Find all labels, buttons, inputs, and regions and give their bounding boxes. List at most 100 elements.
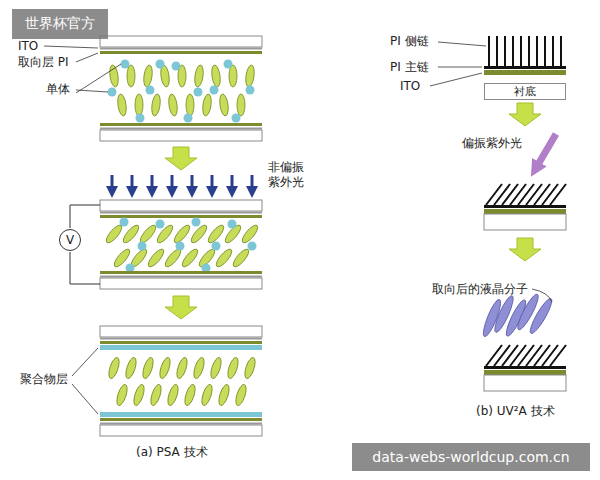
- part-label: PI 侧链: [390, 34, 429, 49]
- liquid-crystal: [200, 383, 214, 406]
- monomer-dot: [121, 60, 130, 69]
- ito-layer: [100, 48, 262, 50]
- liquid-crystal: [135, 94, 143, 116]
- pi-side-chain: [526, 345, 542, 366]
- uv-arrow: [131, 175, 134, 192]
- pi-side-chain: [528, 36, 530, 66]
- pi-side-chain: [534, 345, 550, 366]
- monomer-dot: [210, 86, 219, 95]
- liquid-crystal: [229, 65, 237, 87]
- ito-layer: [484, 70, 566, 75]
- liquid-crystal: [245, 65, 256, 88]
- leader-line: [76, 64, 121, 93]
- liquid-crystal: [141, 356, 155, 379]
- monomer-dot: [156, 220, 165, 229]
- voltmeter-symbol: V: [59, 229, 81, 251]
- liquid-crystal: [192, 356, 206, 379]
- light-label: 偏振紫外光: [462, 136, 522, 151]
- liquid-crystal: [168, 94, 179, 117]
- leader-line: [438, 42, 486, 46]
- pi-side-chain: [550, 184, 566, 205]
- liquid-crystal: [183, 383, 197, 406]
- leader-line: [76, 53, 98, 62]
- polymer-layer: [100, 412, 262, 417]
- monomer-dot: [176, 242, 185, 251]
- node-text: 世界杯官方: [25, 15, 95, 33]
- pi-side-chain: [520, 36, 522, 66]
- pi-side-chain: [502, 345, 518, 366]
- pi-side-chain: [494, 184, 510, 205]
- monomer-dot: [138, 242, 147, 251]
- pi-layer: [100, 51, 262, 54]
- polymer-layer: [100, 345, 262, 350]
- pi-side-chain: [550, 345, 566, 366]
- pi-side-chain: [518, 345, 534, 366]
- monomer-dot: [192, 218, 201, 227]
- liquid-crystal: [124, 356, 138, 379]
- uv-arrow: [231, 175, 234, 192]
- liquid-crystal: [109, 65, 120, 88]
- liquid-crystal: [237, 94, 245, 116]
- monomer-dot: [212, 242, 221, 251]
- caption: (b) UV²A 技术: [476, 404, 555, 419]
- pi-side-chain: [534, 184, 550, 205]
- pi-side-chain: [496, 36, 498, 66]
- substrate: [484, 375, 566, 391]
- pi-main-chain: [484, 205, 566, 208]
- liquid-crystal: [180, 247, 200, 269]
- leader-line: [72, 384, 98, 414]
- pi-side-chain: [542, 345, 558, 366]
- leader-line: [532, 289, 552, 302]
- monomer-dot: [136, 114, 145, 123]
- pi-side-chain: [544, 36, 546, 66]
- pi-side-chain: [512, 36, 514, 66]
- voltage-wire: [70, 205, 100, 228]
- ito-layer: [100, 276, 262, 278]
- liquid-crystal: [117, 94, 128, 117]
- glass-substrate: [100, 130, 262, 141]
- ito-layer: [484, 209, 566, 214]
- light-label: 非偏振 紫外光: [268, 160, 309, 190]
- ito-layer: [484, 370, 566, 375]
- pi-side-chain: [542, 184, 558, 205]
- pi-main-chain: [484, 366, 566, 369]
- pi-side-chain: [536, 36, 538, 66]
- leader-line: [44, 46, 98, 48]
- liquid-crystal: [127, 65, 135, 87]
- monomer-dot: [246, 86, 255, 95]
- layer-label: ITO: [400, 79, 420, 94]
- pi-side-chain: [504, 36, 506, 66]
- leader-line: [72, 348, 98, 376]
- liquid-crystal: [146, 247, 166, 269]
- liquid-crystal: [211, 65, 222, 88]
- step-arrow: [509, 238, 541, 261]
- pi-layer: [100, 341, 262, 344]
- monomer-dot: [120, 218, 129, 227]
- monomer-dot: [248, 242, 257, 251]
- liquid-crystal: [149, 383, 163, 406]
- liquid-crystal: [186, 94, 194, 116]
- leader-line: [430, 73, 482, 86]
- liquid-crystal: [158, 356, 172, 379]
- polarized-uv-arrow: [536, 134, 556, 168]
- pi-side-chain: [486, 184, 502, 205]
- liquid-crystal: [226, 356, 240, 379]
- pi-side-chain: [526, 184, 542, 205]
- ito-layer: [100, 212, 262, 214]
- glass-substrate: [100, 425, 262, 436]
- liquid-crystal: [219, 94, 230, 117]
- liquid-crystal: [189, 223, 209, 245]
- liquid-crystal: [172, 223, 192, 245]
- step-arrow: [509, 103, 541, 126]
- part-label: 取向后的液晶分子: [432, 282, 528, 297]
- liquid-crystal: [217, 383, 231, 406]
- uv-arrow: [251, 175, 254, 192]
- liquid-crystal: [132, 383, 146, 406]
- glass-substrate: [100, 278, 262, 289]
- part-label: PI 主链: [390, 60, 429, 75]
- liquid-crystal: [243, 356, 257, 379]
- uv-arrow: [191, 175, 194, 192]
- liquid-crystal: [166, 383, 180, 406]
- pi-side-chain: [488, 36, 490, 66]
- monomer-dot: [172, 62, 181, 71]
